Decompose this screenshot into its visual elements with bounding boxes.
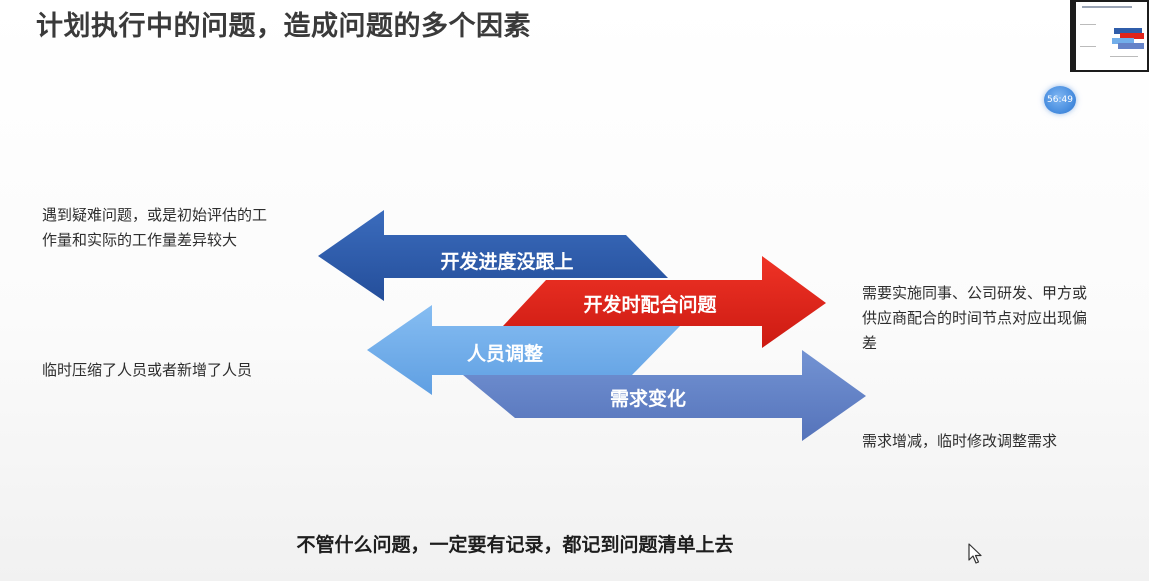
thumbnail-text-line bbox=[1080, 24, 1096, 25]
note-coordination-timing: 需要实施同事、公司研发、甲方或 供应商配合的时间节点对应出现偏 差 bbox=[862, 281, 1142, 356]
presenter-thumbnail[interactable] bbox=[1070, 0, 1149, 72]
note-line: 需要实施同事、公司研发、甲方或 bbox=[862, 284, 1088, 302]
note-line: 差 bbox=[862, 334, 878, 352]
arrow-staff-adjustment: 人员调整 bbox=[367, 305, 680, 395]
arrow-label: 开发时配合问题 bbox=[583, 293, 716, 316]
left-arrow-shape bbox=[367, 305, 680, 395]
slide-title: 计划执行中的问题，造成问题的多个因素 bbox=[36, 11, 531, 42]
thumbnail-arrow bbox=[1112, 38, 1134, 44]
note-difficult-problems: 遇到疑难问题，或是初始评估的工 作量和实际的工作量差异较大 bbox=[42, 203, 322, 253]
arrow-label: 开发进度没跟上 bbox=[440, 250, 573, 273]
note-line: 供应商配合的时间节点对应出现偏 bbox=[862, 309, 1088, 327]
arrow-label: 需求变化 bbox=[610, 387, 686, 410]
note-staff-change: 临时压缩了人员或者新增了人员 bbox=[42, 358, 322, 383]
arrow-dev-coordination: 开发时配合问题 bbox=[503, 256, 826, 348]
arrow-label: 人员调整 bbox=[467, 342, 543, 365]
note-requirement-change: 需求增减，临时修改调整需求 bbox=[862, 429, 1142, 454]
thumbnail-arrow bbox=[1118, 43, 1144, 49]
mouse-pointer-icon bbox=[968, 543, 982, 564]
note-line: 需求增减，临时修改调整需求 bbox=[862, 432, 1058, 450]
thumbnail-text-line bbox=[1110, 56, 1138, 57]
thumbnail-text-line bbox=[1080, 46, 1096, 47]
thumbnail-arrow bbox=[1114, 28, 1142, 34]
thumbnail-arrow bbox=[1120, 33, 1144, 39]
slide-footer-caption: 不管什么问题，一定要有记录，都记到问题清单上去 bbox=[296, 534, 734, 556]
note-line: 作量和实际的工作量差异较大 bbox=[42, 231, 238, 249]
arrow-schedule-delay: 开发进度没跟上 bbox=[318, 210, 668, 301]
right-arrow-shape bbox=[503, 256, 826, 348]
right-arrow-shape bbox=[463, 350, 866, 441]
timer-badge[interactable]: 56:49 bbox=[1044, 86, 1076, 114]
note-line: 临时压缩了人员或者新增了人员 bbox=[42, 361, 253, 379]
thumbnail-title-line bbox=[1082, 6, 1132, 8]
note-line: 遇到疑难问题，或是初始评估的工 bbox=[42, 206, 268, 224]
left-arrow-shape bbox=[318, 210, 668, 301]
arrow-requirement-change: 需求变化 bbox=[463, 350, 866, 441]
thumbnail-slide-preview bbox=[1076, 2, 1147, 70]
